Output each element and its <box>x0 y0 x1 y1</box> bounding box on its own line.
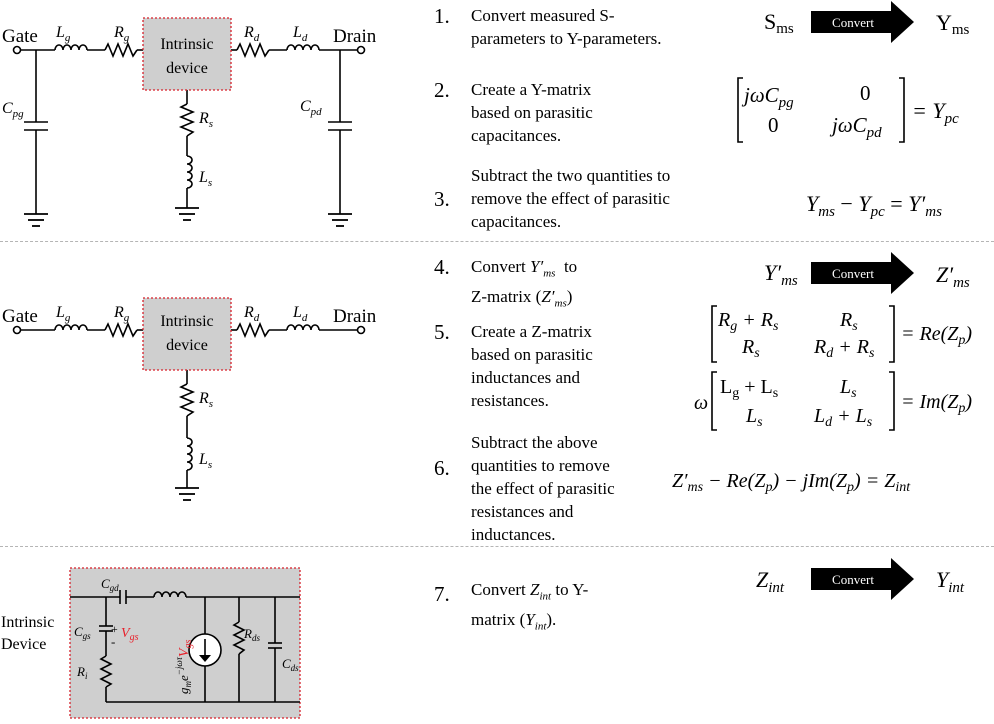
eq3-expression: Yms − Ypc = Y′ms <box>806 191 942 220</box>
parasitic-circuit-diagram-1: Intrinsic device Gate Drain Lg Rg Rd Ld … <box>2 17 377 227</box>
cpg-label-1: Cpg <box>2 100 24 120</box>
ls-label-1: Ls <box>198 169 212 189</box>
eq5-rhs: = Re(Zp) <box>901 323 972 348</box>
convert-label-3: Convert <box>832 572 874 587</box>
eq5b-a: Lg + Ls <box>720 376 778 401</box>
eq4-right: Z′ms <box>936 262 970 291</box>
rd-label-2: Rd <box>243 304 260 324</box>
step-2-number: 2. <box>434 78 450 102</box>
rg-label-2: Rg <box>113 304 130 324</box>
drain-label-1: Drain <box>333 26 377 47</box>
ls-label-2: Ls <box>198 451 212 471</box>
rs-label-1: Rs <box>198 110 213 130</box>
step-6-number: 6. <box>434 456 450 480</box>
eq2-rhs: = Ypc <box>912 98 959 127</box>
plus-sign: + <box>111 622 118 636</box>
ri-label: Ri <box>76 664 88 681</box>
eq4-left: Y′ms <box>764 260 798 289</box>
eq5b-c: Ls <box>745 405 763 430</box>
minus-sign: - <box>111 634 115 649</box>
eq5b-b: Ls <box>839 376 857 401</box>
lg-label-1: Lg <box>55 24 71 44</box>
eq2-a: jωCpg <box>741 83 794 111</box>
intrinsic-label-2a: Intrinsic <box>160 313 213 330</box>
section-divider-2 <box>0 546 994 547</box>
convert-label-1: Convert <box>832 15 874 30</box>
eq5b-omega: ω <box>694 392 708 414</box>
lg-label-2: Lg <box>55 304 71 324</box>
intrinsic-title-line2: Device <box>1 636 47 653</box>
eq5-a: Rg + Rs <box>717 309 779 334</box>
convert-arrow-3 <box>811 558 914 600</box>
cds-label: Cds <box>282 656 299 673</box>
step-7-number: 7. <box>434 582 450 606</box>
step-4-text: Convert Y′ms to Z-matrix (Z′ms) <box>471 257 578 310</box>
y-ms-symbol: Yms <box>936 10 970 38</box>
step-4-number: 4. <box>434 255 450 279</box>
rs-label-2: Rs <box>198 390 213 410</box>
eq5-d: Rd + Rs <box>813 336 875 361</box>
eq5-b: Rs <box>839 309 858 334</box>
cpd-label-1: Cpd <box>300 98 322 118</box>
rd-label-1: Rd <box>243 24 260 44</box>
eq5b-rhs: = Im(Zp) <box>901 391 972 416</box>
step-1-number: 1. <box>434 4 450 28</box>
eq6-expression: Z′ms − Re(Zp) − jIm(Zp) = Zint <box>672 470 911 495</box>
intrinsic-label-1a: Intrinsic <box>160 36 213 53</box>
section-divider-1 <box>0 241 994 242</box>
ld-label-2: Ld <box>292 304 308 324</box>
eq2-c: 0 <box>768 113 779 137</box>
drain-label-2: Drain <box>333 306 377 327</box>
convert-label-2: Convert <box>832 266 874 281</box>
ld-label-1: Ld <box>292 24 308 44</box>
s-ms-symbol: Sms <box>764 9 794 37</box>
eq2-d: jωCpd <box>829 113 882 141</box>
gate-label-2: Gate <box>2 306 38 327</box>
convert-arrow-2 <box>811 252 914 294</box>
eq5-c: Rs <box>741 336 760 361</box>
cgd-label: Cgd <box>101 576 119 593</box>
gate-label-1: Gate <box>2 26 38 47</box>
intrinsic-label-1b: device <box>166 60 208 77</box>
intrinsic-title-line1: Intrinsic <box>1 614 55 631</box>
step-7-text: Convert Zint to Y- matrix (Yint). <box>471 580 589 633</box>
intrinsic-device-title: Intrinsic Device <box>1 612 54 656</box>
cgs-label: Cgs <box>74 624 91 641</box>
intrinsic-label-2b: device <box>166 337 208 354</box>
parasitic-circuit-diagram-2: Intrinsic device Gate Drain Lg Rg Rd Ld … <box>2 297 377 501</box>
equations-panel: Sms Convert Yms jωCpg 0 0 jωCpd = Ypc Ym… <box>672 1 972 600</box>
step-1-text: Convert measured S-parameters to Y-param… <box>471 6 662 48</box>
gm-source-label: gme−jωτVgs <box>174 640 194 695</box>
rg-label-1: Rg <box>113 24 130 44</box>
rds-label: Rds <box>243 626 260 643</box>
eq7-right: Yint <box>936 567 965 596</box>
eq5b-d: Ld + Ls <box>813 405 873 430</box>
eq2-b: 0 <box>860 81 871 105</box>
vgs-label: Vgs <box>121 626 139 643</box>
convert-arrow-1 <box>811 1 914 43</box>
intrinsic-device-circuit: Cgd Cgs + - Vgs Ri Rds Cds gme−jωτVgs <box>69 567 301 719</box>
step-5-number: 5. <box>434 320 450 344</box>
step-3-number: 3. <box>434 187 450 211</box>
eq7-left: Zint <box>756 567 785 596</box>
